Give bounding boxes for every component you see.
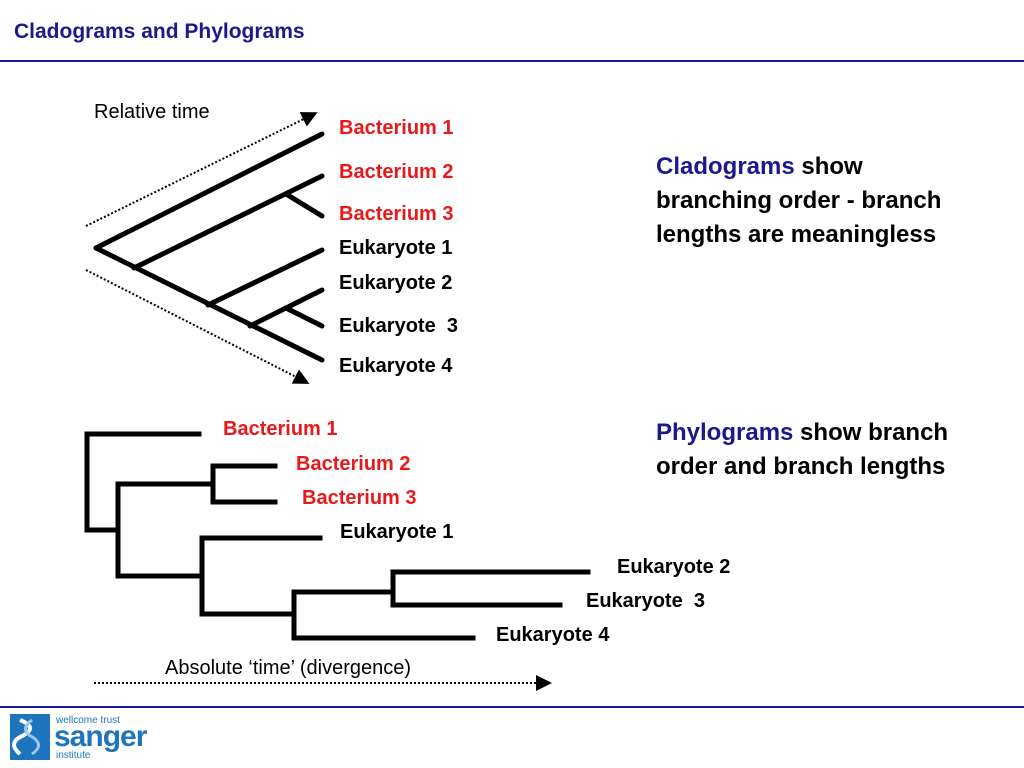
slide-title: Cladograms and Phylograms <box>14 20 305 43</box>
logo-small-text: wellcome trust <box>56 715 120 726</box>
cladogram-note-keyword: Cladograms <box>656 153 795 180</box>
phylo-taxon-bacterium-3: Bacterium 3 <box>302 487 417 509</box>
phylo-node-a <box>210 463 278 505</box>
phylo-root <box>84 431 202 533</box>
phylo-taxon-bacterium-2: Bacterium 2 <box>296 453 411 475</box>
phylo-taxon-eukaryote-1: Eukaryote 1 <box>340 521 454 543</box>
cladogram-upper-time-arrow <box>85 112 318 227</box>
phylogram-note-keyword: Phylograms <box>656 419 794 446</box>
cladogram-note-text: show branching order - branch lengths ar… <box>656 153 942 248</box>
phylogram-note-text: show branch order and branch lengths <box>656 419 949 480</box>
sanger-logo: wellcome trust sanger institute <box>10 714 150 761</box>
phylo-node-b <box>115 481 216 579</box>
cladogram-lower-time-arrow <box>85 269 310 384</box>
clado-taxon-eukaryote-4: Eukaryote 4 <box>339 355 453 377</box>
logo-wordmark: sanger <box>54 720 147 753</box>
phylo-node-c <box>199 535 323 617</box>
logo-sub-text: institute <box>56 750 91 761</box>
clado-bacterium-3-branch <box>283 191 325 219</box>
clado-node-to-eukaryote-1 <box>205 247 325 308</box>
phylo-taxon-bacterium-1: Bacterium 1 <box>223 418 338 440</box>
title-divider <box>0 60 1024 62</box>
clado-root-to-bacterium-1 <box>93 131 325 251</box>
phylogram-branches <box>84 431 591 641</box>
clado-eukaryote-3-branch <box>283 305 325 329</box>
clado-taxon-eukaryote-3: Eukaryote 3 <box>339 315 458 337</box>
clado-taxon-bacterium-3: Bacterium 3 <box>339 203 454 225</box>
clado-taxon-bacterium-2: Bacterium 2 <box>339 161 454 183</box>
phylo-node-e <box>390 569 591 608</box>
clado-taxon-eukaryote-1: Eukaryote 1 <box>339 237 453 259</box>
phylo-node-d <box>291 589 476 641</box>
cladogram-axis-label: Relative time <box>94 101 210 123</box>
footer-divider <box>0 706 1024 708</box>
phylogram-axis-label: Absolute ‘time’ (divergence) <box>165 657 412 679</box>
phylo-taxon-eukaryote-3: Eukaryote 3 <box>586 590 705 612</box>
clado-node-to-bacterium-2 <box>131 173 325 271</box>
clado-taxon-bacterium-1: Bacterium 1 <box>339 117 454 139</box>
phylo-taxon-eukaryote-4: Eukaryote 4 <box>496 624 610 646</box>
dna-helix-icon <box>10 714 50 760</box>
phylo-taxon-eukaryote-2: Eukaryote 2 <box>617 556 731 578</box>
cladogram-note: Cladograms show branching order - branch… <box>656 150 956 252</box>
cladogram-branches <box>93 131 325 363</box>
clado-taxon-eukaryote-2: Eukaryote 2 <box>339 272 453 294</box>
phylogram-note: Phylograms show branch order and branch … <box>656 416 956 484</box>
